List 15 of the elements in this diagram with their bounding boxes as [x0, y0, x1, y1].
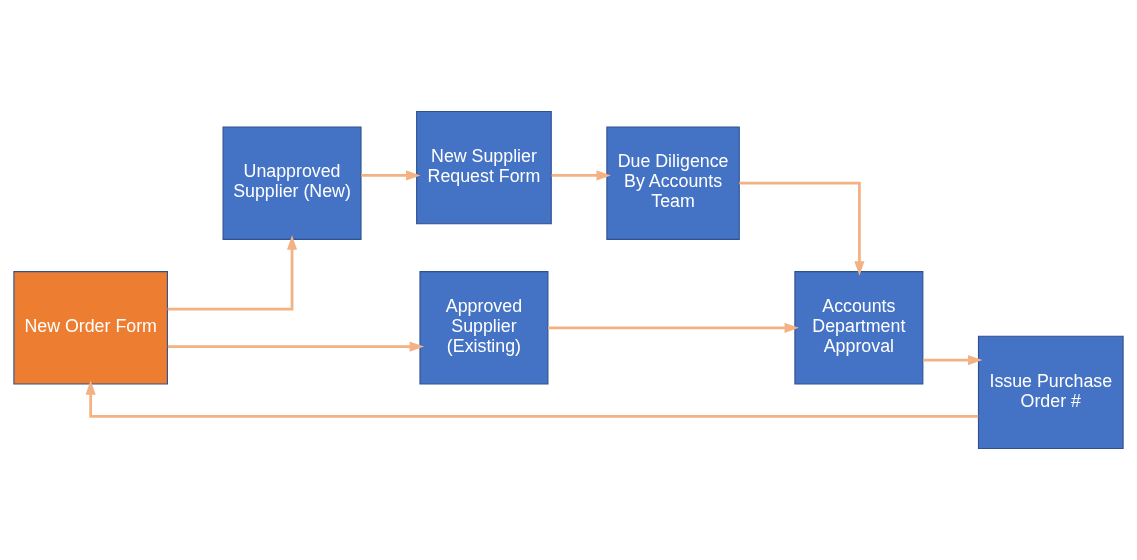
arrow: [167, 341, 425, 352]
arrow: [551, 170, 611, 181]
node-box: Unapproved Supplier (New): [222, 126, 362, 240]
arrow: [923, 355, 983, 366]
node-box: Issue Purchase Order #: [977, 335, 1124, 450]
arrow: [547, 322, 799, 333]
node-box: New Supplier Request Form: [416, 110, 552, 225]
node-box: Approved Supplier (Existing): [419, 271, 549, 385]
node-box: New Order Form: [13, 271, 168, 385]
arrow: [167, 235, 298, 311]
node-box: Accounts Department Approval: [794, 271, 924, 385]
arrow: [739, 181, 865, 276]
arrow: [361, 170, 421, 181]
arrow: [85, 380, 979, 418]
node-box: Due Diligence By Accounts Team: [606, 126, 740, 240]
